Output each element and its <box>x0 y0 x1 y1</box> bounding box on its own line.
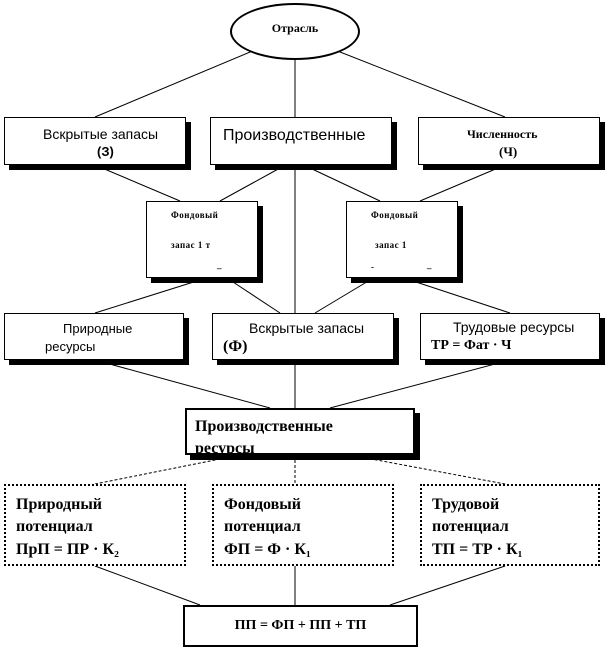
node-opened-reserves-f: Вскрытые запасы (Ф) <box>212 313 394 360</box>
node-natural-potential-formula: ПрП = ПР · К₂ <box>16 541 119 558</box>
node-fund-potential-line1: Фондовый <box>224 496 302 513</box>
node-opened-reserves: Вскрытые запасы (З) <box>4 117 186 165</box>
node-fund-potential-line2: потенциал <box>224 518 301 535</box>
node-fund-reserve-left-line3: _ <box>217 260 222 270</box>
node-production-resources-line1: Производственные <box>195 418 333 435</box>
root-node-otrasl: Отрасль <box>230 3 360 60</box>
node-opened-reserves-line1: Вскрытые запасы <box>43 126 159 142</box>
node-natural-resources-line1: Природные <box>63 321 133 336</box>
node-labor-potential-formula: ТП = ТР · К₁ <box>432 541 523 558</box>
node-opened-reserves-f-line1: Вскрытые запасы <box>249 320 365 336</box>
node-labor-resources-line1: Трудовые ресурсы <box>453 319 575 335</box>
node-opened-reserves-line2: (З) <box>97 144 114 159</box>
node-natural-potential: Природный потенциал ПрП = ПР · К₂ <box>4 484 186 566</box>
connector-l1center-l2left <box>219 167 281 202</box>
connector-l2left-l3center <box>229 279 281 314</box>
node-fund-potential: Фондовый потенциал ФП = Ф · К₁ <box>212 484 394 566</box>
node-fund-reserve-right-line2: запас 1 <box>375 240 407 250</box>
node-labor-potential-line1: Трудовой <box>432 496 500 513</box>
connector-l1left-l2left <box>94 164 181 202</box>
node-opened-reserves-f-line2: (Ф) <box>223 338 248 355</box>
connector-l3right-l4 <box>329 359 511 409</box>
node-fund-reserve-right-line1: Фондовый <box>371 210 419 220</box>
node-labor-potential: Трудовой потенциал ТП = ТР · К₁ <box>420 484 600 566</box>
node-fund-reserve-left-line1: Фондовый <box>171 210 219 220</box>
node-production: Производственные <box>210 117 392 165</box>
connector-l4-l5right <box>349 454 506 485</box>
node-natural-potential-line2: потенциал <box>16 518 93 535</box>
node-fund-reserve-right: Фондовый запас 1 - _ <box>346 201 458 278</box>
node-natural-resources: Природные ресурсы <box>4 313 184 360</box>
node-natural-potential-line1: Природный <box>16 496 103 513</box>
node-fund-reserve-right-line3a: - <box>371 262 375 272</box>
node-fund-reserve-right-line3b: _ <box>427 260 432 270</box>
node-headcount: Численность (Ч) <box>418 117 600 165</box>
connector-l2right-l3center <box>314 279 371 314</box>
node-headcount-line1: Численность <box>467 127 538 141</box>
node-labor-resources-line2: ТР = Фат · Ч <box>431 338 512 353</box>
node-fund-reserve-left: Фондовый запас 1 т _ <box>146 201 258 278</box>
node-fund-reserve-left-line2: запас 1 т <box>171 240 211 250</box>
node-total-potential-formula: ПП = ФП + ПП + ТП <box>234 618 367 633</box>
node-natural-resources-line2: ресурсы <box>45 339 96 354</box>
connector-l1right-l2right <box>419 164 506 202</box>
connector-l1center-l2right <box>309 167 381 202</box>
connector-l5left-bottom <box>94 565 201 606</box>
node-labor-resources: Трудовые ресурсы ТР = Фат · Ч <box>420 313 600 360</box>
node-total-potential: ПП = ФП + ПП + ТП <box>183 605 418 647</box>
node-fund-potential-formula: ФП = Ф · К₁ <box>224 541 311 558</box>
connector-l2right-l3right <box>409 279 511 314</box>
root-node-label: Отрасль <box>271 21 319 35</box>
connector-l3left-l4 <box>94 359 271 409</box>
connector-l5right-bottom <box>389 565 506 606</box>
connector-l2left-l3left <box>94 279 201 314</box>
connector-root-right <box>334 49 506 118</box>
connector-l4-l5left <box>94 454 241 485</box>
node-production-label: Производственные <box>223 127 366 144</box>
node-headcount-line2: (Ч) <box>499 144 518 159</box>
connector-root-left <box>94 49 256 118</box>
node-production-resources: Производственные ресурсы <box>185 408 415 455</box>
node-labor-potential-line2: потенциал <box>432 518 509 535</box>
node-production-resources-line2: ресурсы <box>195 440 255 455</box>
